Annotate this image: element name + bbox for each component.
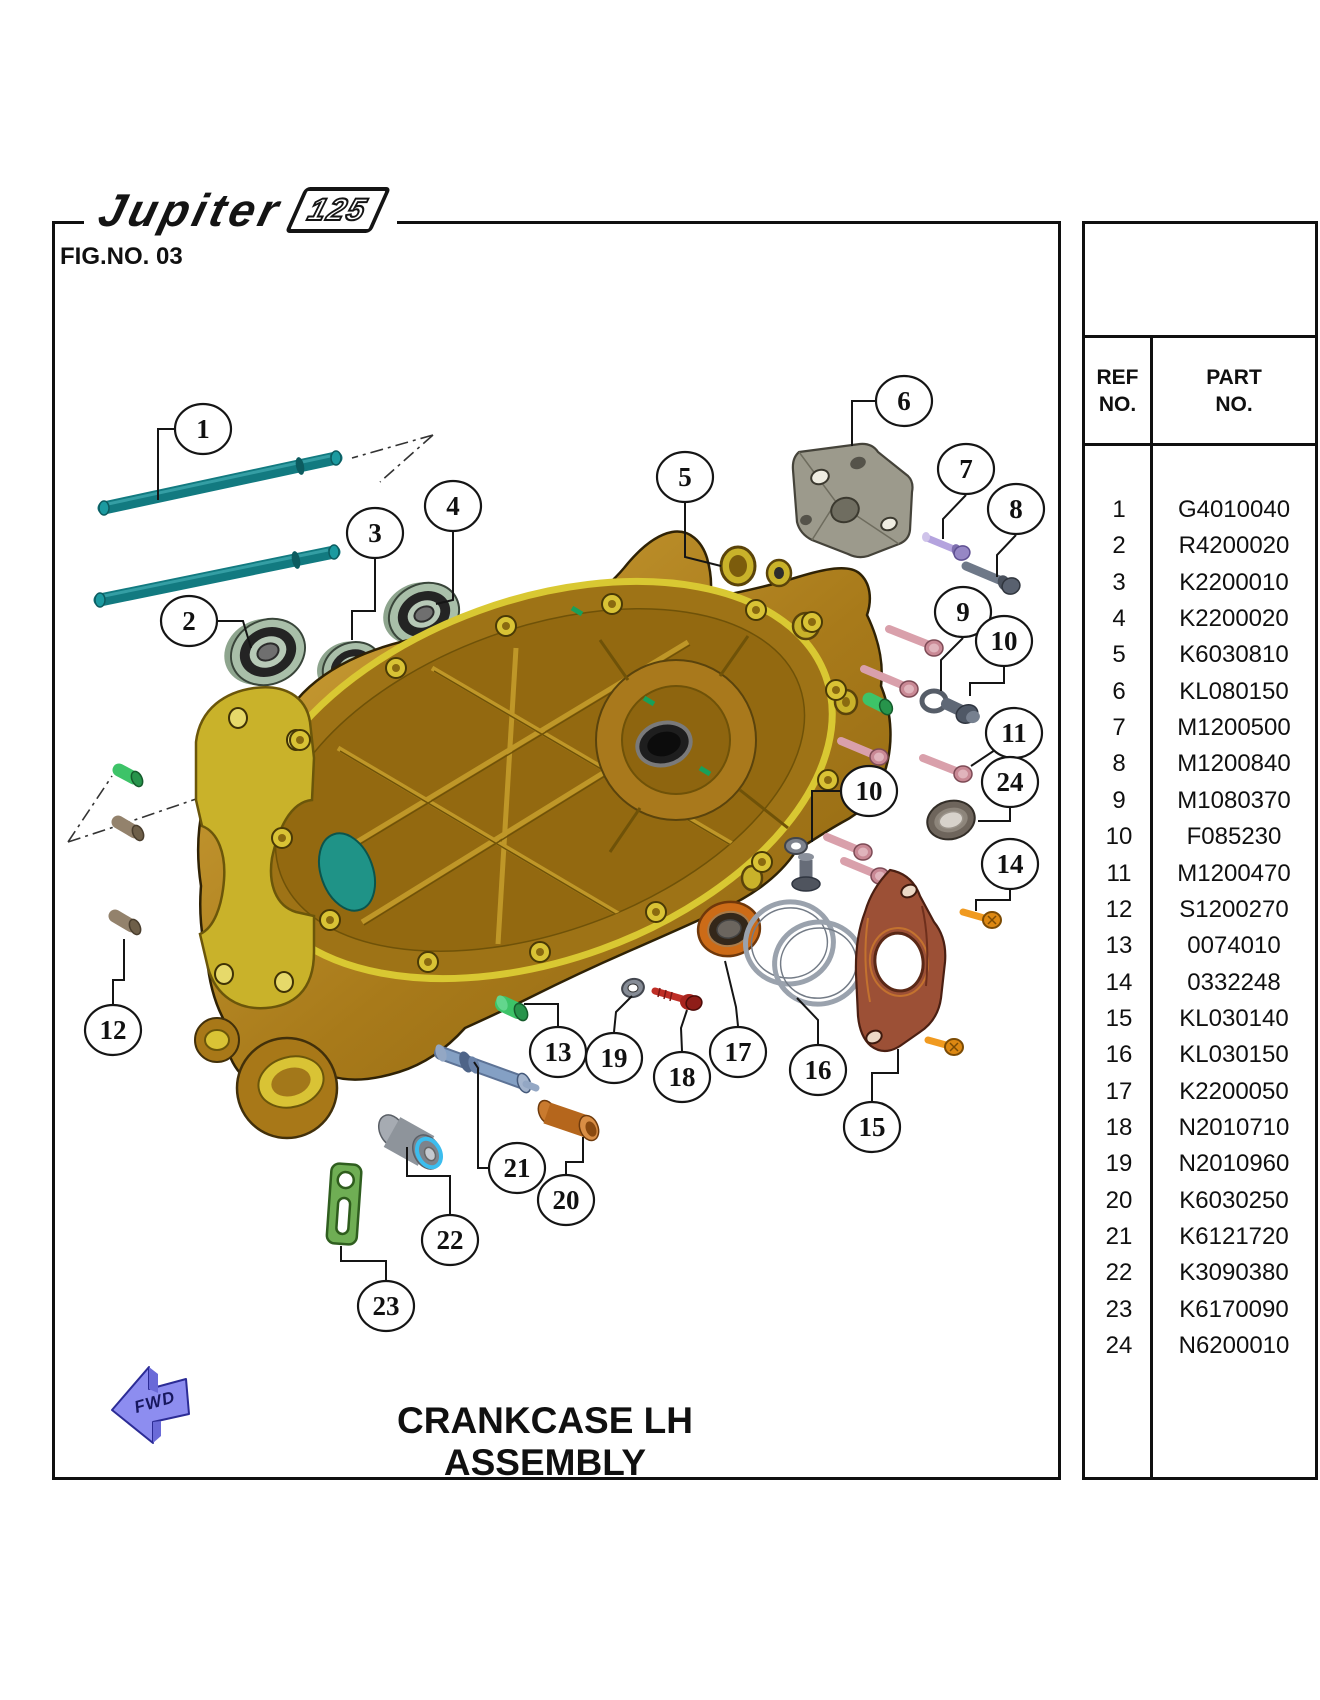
part-header-line1: PART bbox=[1206, 365, 1262, 389]
ref-no-cell: 16 bbox=[1105, 1041, 1133, 1069]
part-no-cell: M1200840 bbox=[1177, 750, 1291, 778]
part-no-cell: KL080150 bbox=[1179, 677, 1289, 705]
ref-no-cell: 24 bbox=[1105, 1332, 1133, 1360]
part-no-cell: K6030250 bbox=[1179, 1186, 1289, 1214]
ref-no-cell: 4 bbox=[1112, 605, 1126, 633]
table-blank-header-cell bbox=[1085, 224, 1315, 338]
table-row: 21 K6121720 bbox=[1085, 1222, 1315, 1252]
brand-logo-text: Jupiter bbox=[93, 184, 288, 236]
ref-header-line2: NO. bbox=[1098, 392, 1137, 416]
part-no-cell: F085230 bbox=[1186, 823, 1282, 851]
ref-no-cell: 6 bbox=[1112, 677, 1126, 705]
brand-logo-number: 125 bbox=[303, 191, 373, 228]
table-row: 6 KL080150 bbox=[1085, 677, 1315, 707]
diagram-panel bbox=[52, 221, 1061, 1480]
table-row: 9 M1080370 bbox=[1085, 786, 1315, 816]
part-no-cell: 0074010 bbox=[1187, 932, 1281, 960]
table-row: 12 S1200270 bbox=[1085, 895, 1315, 925]
assembly-title: CRANKCASE LH ASSEMBLY bbox=[397, 1400, 693, 1483]
part-no-cell: K2200010 bbox=[1179, 568, 1289, 596]
ref-no-cell: 18 bbox=[1105, 1113, 1133, 1141]
part-no-cell: KL030150 bbox=[1179, 1041, 1289, 1069]
table-row: 10 F085230 bbox=[1085, 822, 1315, 852]
ref-no-cell: 11 bbox=[1106, 859, 1132, 887]
part-no-cell: KL030140 bbox=[1179, 1004, 1289, 1032]
table-row: 22 K3090380 bbox=[1085, 1258, 1315, 1288]
table-row: 7 M1200500 bbox=[1085, 713, 1315, 743]
ref-no-cell: 13 bbox=[1105, 932, 1133, 960]
ref-no-cell: 7 bbox=[1112, 714, 1126, 742]
table-row: 14 0332248 bbox=[1085, 968, 1315, 998]
table-row: 16 KL030150 bbox=[1085, 1040, 1315, 1070]
ref-no-cell: 14 bbox=[1105, 968, 1133, 996]
part-no-cell: N2010710 bbox=[1178, 1113, 1290, 1141]
ref-no-cell: 15 bbox=[1105, 1004, 1133, 1032]
part-no-cell: N2010960 bbox=[1178, 1150, 1290, 1178]
part-no-cell: G4010040 bbox=[1177, 496, 1291, 523]
ref-no-cell: 5 bbox=[1112, 641, 1126, 669]
ref-no-cell: 9 bbox=[1112, 786, 1126, 814]
part-no-cell: S1200270 bbox=[1179, 895, 1289, 923]
table-row: 13 0074010 bbox=[1085, 931, 1315, 961]
ref-no-cell: 19 bbox=[1105, 1150, 1133, 1178]
ref-no-cell: 10 bbox=[1105, 823, 1133, 851]
part-no-cell: K2200050 bbox=[1179, 1077, 1289, 1105]
table-row: 19 N2010960 bbox=[1085, 1149, 1315, 1179]
table-row: 8 M1200840 bbox=[1085, 749, 1315, 779]
ref-no-cell: 22 bbox=[1105, 1259, 1133, 1287]
ref-no-cell: 21 bbox=[1105, 1223, 1133, 1250]
part-no-cell: M1200500 bbox=[1177, 714, 1291, 742]
part-no-header: PART NO. bbox=[1153, 338, 1315, 443]
table-row: 11 M1200470 bbox=[1085, 859, 1315, 889]
ref-header-line1: REF bbox=[1096, 365, 1139, 389]
part-no-cell: K6030810 bbox=[1179, 641, 1289, 669]
ref-no-cell: 1 bbox=[1112, 496, 1126, 523]
table-row: 2 R4200020 bbox=[1085, 531, 1315, 561]
table-row: 3 K2200010 bbox=[1085, 568, 1315, 598]
table-row: 15 KL030140 bbox=[1085, 1004, 1315, 1034]
part-no-cell: K6121720 bbox=[1179, 1223, 1289, 1250]
part-no-cell: K3090380 bbox=[1179, 1259, 1289, 1287]
part-no-cell: M1080370 bbox=[1177, 786, 1291, 814]
part-no-cell: K2200020 bbox=[1179, 605, 1289, 633]
ref-no-header: REF NO. bbox=[1085, 338, 1153, 443]
ref-no-cell: 3 bbox=[1112, 568, 1126, 596]
table-row: 5 K6030810 bbox=[1085, 640, 1315, 670]
part-no-cell: 0332248 bbox=[1187, 968, 1281, 996]
brand-logo: Jupiter 125 bbox=[84, 184, 398, 236]
part-no-cell: N6200010 bbox=[1178, 1332, 1290, 1360]
part-header-line2: NO. bbox=[1215, 392, 1253, 416]
figure-number-label: FIG.NO. 03 bbox=[60, 243, 183, 270]
table-column-divider bbox=[1150, 446, 1153, 1477]
table-row: 1 G4010040 bbox=[1085, 495, 1315, 525]
ref-no-cell: 2 bbox=[1112, 532, 1126, 560]
table-header-row: REF NO. PART NO. bbox=[1085, 338, 1315, 446]
table-row: 18 N2010710 bbox=[1085, 1113, 1315, 1143]
ref-no-cell: 23 bbox=[1105, 1295, 1133, 1323]
table-row: 4 K2200020 bbox=[1085, 604, 1315, 634]
part-no-cell: M1200470 bbox=[1177, 859, 1291, 887]
ref-no-cell: 8 bbox=[1112, 750, 1126, 778]
brand-logo-badge: 125 bbox=[285, 187, 392, 233]
part-no-cell: K6170090 bbox=[1179, 1295, 1289, 1323]
ref-no-cell: 12 bbox=[1105, 895, 1133, 923]
part-no-cell: R4200020 bbox=[1178, 532, 1290, 560]
table-row: 24 N6200010 bbox=[1085, 1331, 1315, 1361]
table-row: 17 K2200050 bbox=[1085, 1077, 1315, 1107]
ref-no-cell: 17 bbox=[1105, 1077, 1133, 1105]
table-row: 20 K6030250 bbox=[1085, 1186, 1315, 1216]
ref-no-cell: 20 bbox=[1105, 1186, 1133, 1214]
table-row: 23 K6170090 bbox=[1085, 1295, 1315, 1325]
